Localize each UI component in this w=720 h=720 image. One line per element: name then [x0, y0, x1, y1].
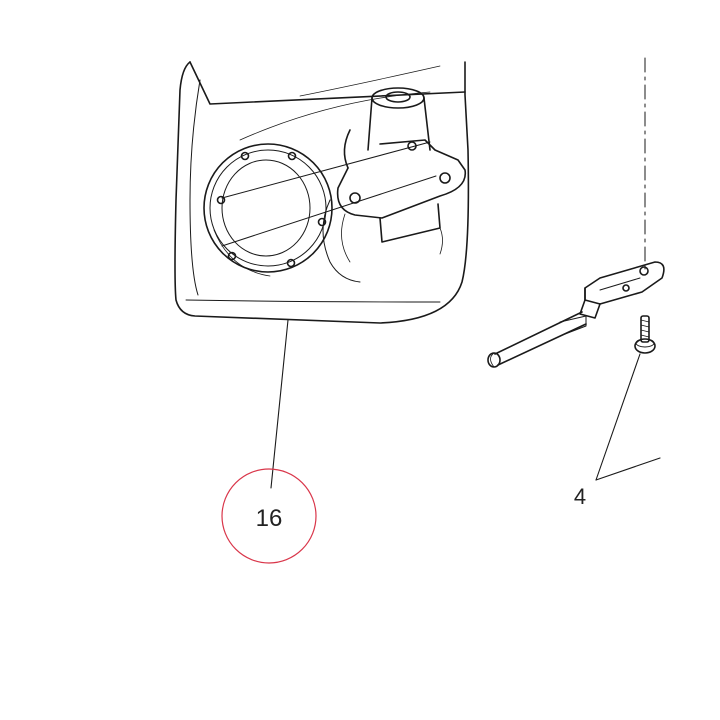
callout-4[interactable]: 4	[574, 484, 586, 509]
screw-part-4	[634, 315, 656, 354]
callout-16-label: 16	[256, 505, 283, 532]
callout-4-label: 4	[574, 484, 586, 509]
mirror-bracket	[322, 87, 467, 283]
adjustment-rod-assembly	[487, 57, 665, 368]
callout-16-circle	[221, 468, 317, 564]
leader-lines-4	[595, 353, 661, 481]
leader-line-16	[270, 319, 289, 489]
callout-16[interactable]: 16	[221, 468, 317, 564]
mirror-motor-plate	[203, 141, 437, 277]
mirror-housing	[174, 61, 470, 324]
